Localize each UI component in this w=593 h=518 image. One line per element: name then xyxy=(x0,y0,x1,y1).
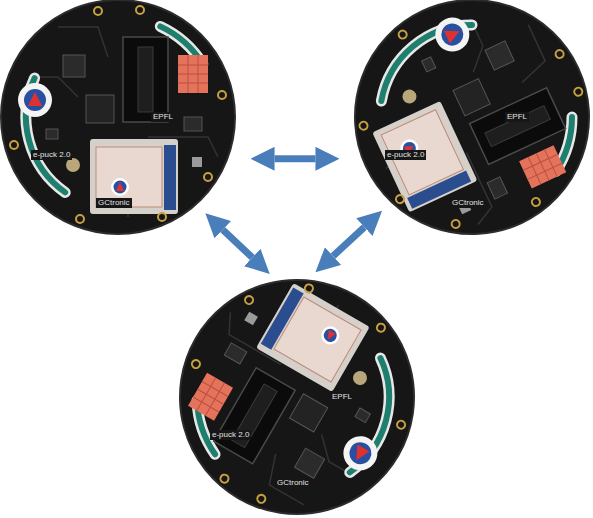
robot-board xyxy=(1,0,235,234)
robot-node: EPFL e-puck 2.0GCtronic xyxy=(180,280,414,514)
board-silkscreen-text: e-puck 2.0 xyxy=(210,430,251,440)
double-arrow xyxy=(223,230,252,258)
board-silkscreen-text: EPFL xyxy=(330,392,354,402)
robot-node: EPFL e-puck 2.0GCtronic xyxy=(355,0,589,234)
double-arrow xyxy=(275,155,316,162)
board-silkscreen-text: EPFL xyxy=(505,112,529,122)
double-arrow xyxy=(333,227,364,256)
board-silkscreen-text: GCtronic xyxy=(96,198,132,208)
board-silkscreen-text: GCtronic xyxy=(450,198,486,208)
robot-board xyxy=(137,237,457,518)
robot-node: EPFL e-puck 2.0GCtronic xyxy=(1,0,235,234)
board-silkscreen-text: GCtronic xyxy=(275,478,311,488)
board-silkscreen-text: e-puck 2.0 xyxy=(31,150,72,160)
board-silkscreen-text: e-puck 2.0 xyxy=(385,150,426,160)
robot-board xyxy=(317,0,593,272)
board-silkscreen-text: EPFL xyxy=(151,112,175,122)
